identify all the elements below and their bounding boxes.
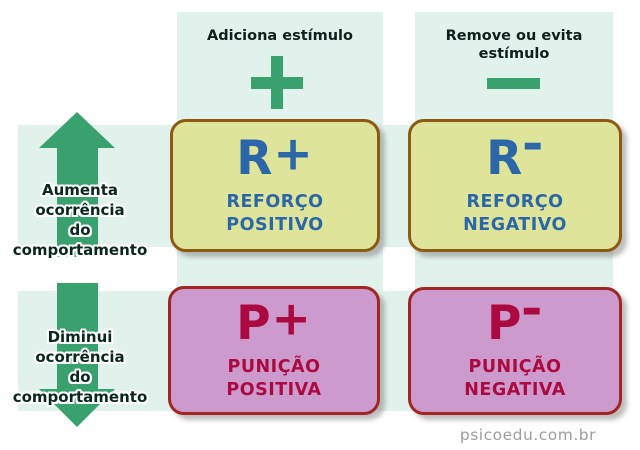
- cell-name: REFORÇO NEGATIVO: [463, 191, 567, 237]
- row-label-decrease-behavior: Diminui ocorrência do comportamento: [2, 327, 158, 407]
- cell-code: P-: [487, 286, 543, 347]
- cell-code-sign: +: [271, 290, 312, 346]
- plus-icon: [251, 77, 303, 89]
- up-arrow-icon: [57, 146, 98, 257]
- down-arrow-icon: [39, 389, 115, 427]
- column-header-line: Remove ou evita: [445, 28, 583, 44]
- watermark: psicoedu.com.br: [459, 426, 596, 444]
- cell-code-sign: -: [522, 116, 545, 172]
- cell-code-sign: +: [273, 125, 314, 181]
- cell-name-line: REFORÇO: [226, 191, 324, 212]
- cell-name: PUNIÇÃO POSITIVA: [226, 356, 321, 402]
- cell-name-line: NEGATIVA: [464, 380, 566, 400]
- cell-name-line: PUNIÇÃO: [468, 357, 562, 377]
- cell-name-line: NEGATIVO: [463, 214, 567, 235]
- row-label-line: do comportamento: [12, 221, 148, 259]
- column-header-line: Adiciona estímulo: [207, 28, 353, 44]
- row-label-increase-behavior: Aumenta ocorrência do comportamento: [2, 180, 158, 260]
- column-header-remove-stimulus: Remove ou evita estímulo: [415, 27, 613, 63]
- row-label-line: Diminui ocorrência: [35, 328, 125, 366]
- row-label-line: Aumenta ocorrência: [35, 181, 125, 219]
- cell-name-line: POSITIVO: [226, 214, 324, 235]
- cell-code-sign: -: [521, 281, 545, 337]
- cell-name: PUNIÇÃO NEGATIVA: [464, 356, 566, 402]
- cell-name: REFORÇO POSITIVO: [226, 191, 323, 237]
- cell-code: R-: [486, 120, 544, 181]
- cell-negative-punishment: P- PUNIÇÃO NEGATIVA: [408, 286, 622, 415]
- cell-code: R+: [236, 130, 314, 182]
- cell-positive-reinforcement: R+ REFORÇO POSITIVO: [170, 119, 380, 252]
- cell-negative-reinforcement: R- REFORÇO NEGATIVO: [408, 119, 622, 252]
- cell-code-letter: R: [236, 130, 274, 186]
- column-header-line: estímulo: [478, 46, 550, 62]
- row-label-line: do comportamento: [12, 368, 148, 406]
- cell-name-line: POSITIVA: [226, 379, 322, 400]
- cell-name-line: PUNIÇÃO: [227, 356, 321, 377]
- cell-code: P+: [236, 295, 312, 347]
- cell-code-letter: P: [236, 295, 272, 351]
- cell-code-letter: R: [486, 130, 524, 186]
- minus-icon: [487, 78, 540, 89]
- cell-name-line: REFORÇO: [466, 191, 564, 212]
- cell-positive-punishment: P+ PUNIÇÃO POSITIVA: [168, 286, 380, 415]
- up-arrow-icon: [39, 112, 115, 148]
- cell-code-letter: P: [487, 296, 523, 351]
- column-header-add-stimulus: Adiciona estímulo: [177, 27, 383, 45]
- down-arrow-icon: [57, 283, 98, 390]
